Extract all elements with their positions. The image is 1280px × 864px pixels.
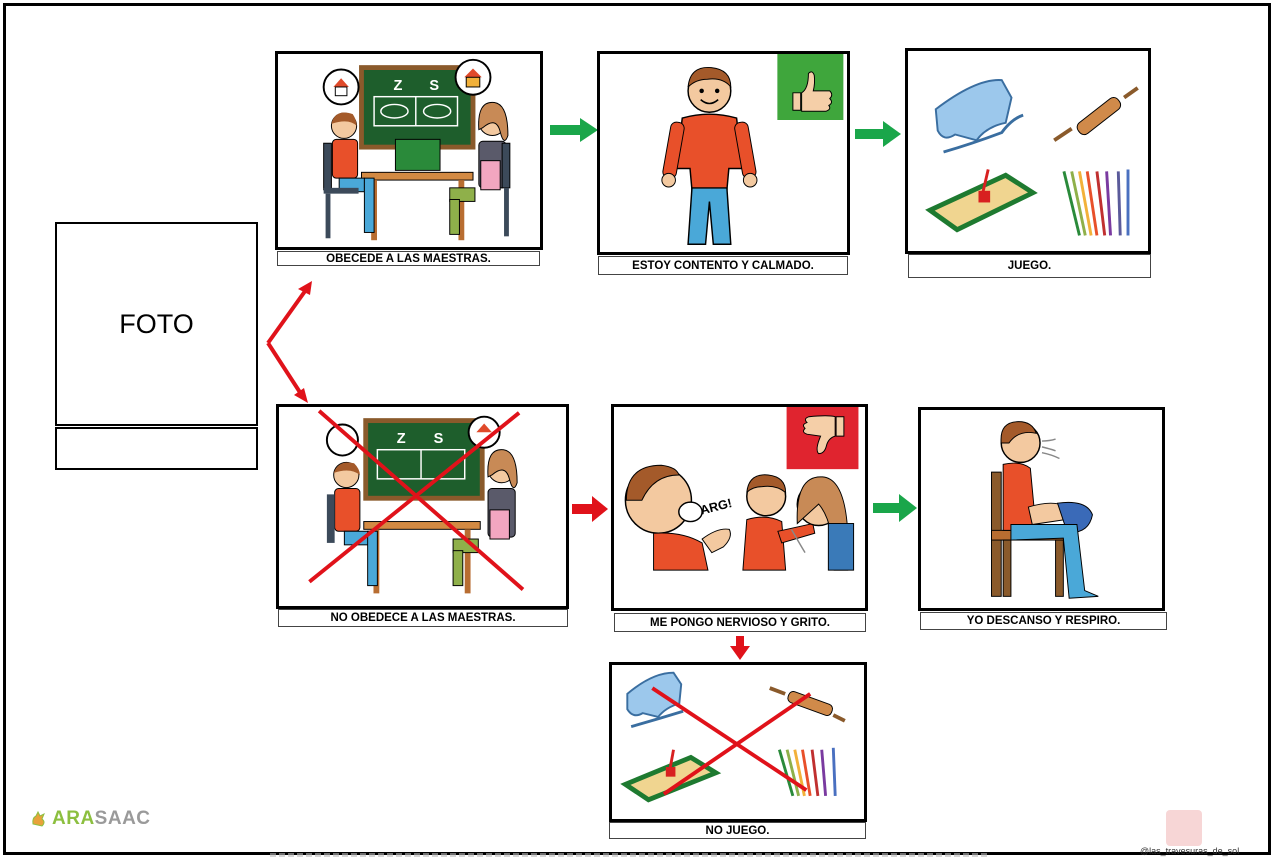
speech-text: ARG!	[699, 496, 734, 517]
card-play	[905, 48, 1151, 254]
footer-strip	[270, 853, 990, 857]
svg-text:S: S	[434, 431, 444, 447]
card-nervous: ARG!	[611, 404, 868, 611]
nervous-illustration: ARG!	[624, 407, 859, 571]
rolling-pin-icon	[1053, 86, 1139, 142]
svg-text:Z: Z	[397, 431, 406, 447]
logo-part1: ARA	[52, 808, 95, 829]
svg-text:Z: Z	[393, 78, 402, 94]
red-arrow-icon	[572, 496, 608, 522]
svg-text:S: S	[429, 78, 439, 94]
green-arrow-icon	[855, 121, 901, 147]
caption-no-play: NO JUEGO.	[609, 822, 866, 839]
card-happy	[597, 51, 850, 255]
red-cross-icon	[651, 686, 812, 796]
red-arrow-icon	[730, 636, 750, 660]
author-avatar	[1166, 810, 1202, 846]
rest-illustration	[991, 421, 1099, 599]
author-tag: @las_travesuras_de_sol	[1140, 846, 1240, 856]
colored-pencils-icon	[1062, 169, 1130, 236]
card-disobeys: Z S	[276, 404, 569, 609]
caption-disobeys: NO OBEDECE A LAS MAESTRAS.	[278, 609, 568, 627]
caption-nervous: ME PONGO NERVIOSO Y GRITO.	[614, 613, 866, 632]
thumbs-down-icon	[803, 415, 845, 455]
thumbs-up-icon	[792, 71, 833, 112]
toys-illustration	[925, 79, 1139, 236]
card-obeys: Z S	[275, 51, 543, 250]
no-play-illustration	[620, 671, 846, 803]
obeys-illustration: Z S	[322, 58, 511, 241]
red-cross-icon	[308, 409, 525, 591]
branch-arrows-icon	[266, 281, 312, 403]
sandbox-icon	[925, 169, 1038, 233]
disobeys-illustration: Z S	[308, 409, 525, 594]
happy-illustration	[661, 54, 844, 245]
logo-part2: SAAC	[94, 808, 151, 829]
caption-rest: YO DESCANSO Y RESPIRO.	[920, 612, 1167, 630]
hand-logo-icon	[32, 810, 45, 827]
caption-obeys: OBECEDE A LAS MAESTRAS.	[277, 251, 540, 266]
card-rest	[918, 407, 1165, 611]
green-arrow-icon	[873, 494, 917, 522]
green-arrow-icon	[550, 118, 598, 142]
caption-play: JUEGO.	[908, 254, 1151, 278]
photo-label: FOTO	[119, 308, 194, 339]
card-no-play	[609, 662, 867, 822]
caption-happy: ESTOY CONTENTO Y CALMADO.	[598, 256, 848, 275]
photo-placeholder: FOTO	[55, 222, 258, 426]
photo-caption-box	[55, 427, 258, 470]
